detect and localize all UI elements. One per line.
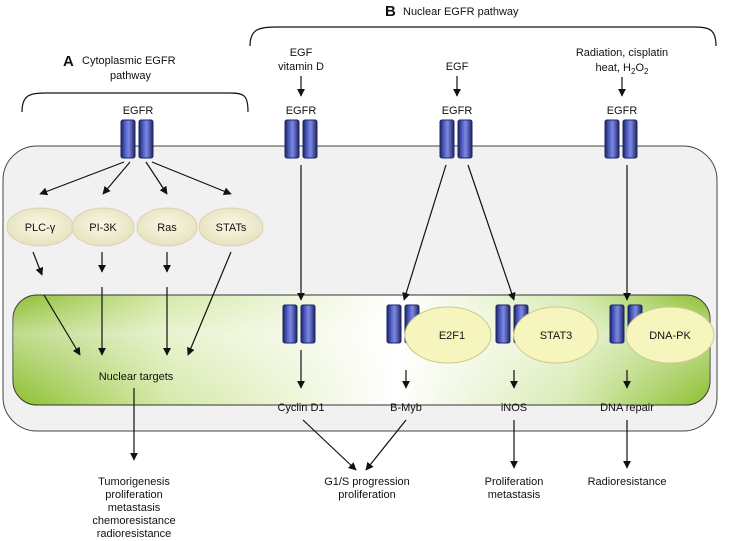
egfr-label-1: EGFR (286, 105, 317, 117)
section-b-title: Nuclear EGFR pathway (403, 6, 519, 18)
stimulus-radiation: Radiation, cisplatin (576, 47, 668, 59)
section-a-letter: A (63, 53, 74, 70)
outcome-arrows (302, 419, 631, 471)
outcomes-cytoplasmic: Tumorigenesis proliferation metastasis c… (92, 476, 175, 540)
arrow-to-plc (39, 161, 125, 196)
receptor-labels: EGFR EGFR EGFR EGFR (123, 105, 638, 117)
outcome-proliferation: proliferation (105, 489, 162, 501)
arrow-stats-to-targets (187, 251, 232, 356)
stimulus-egf-1: EGF (290, 47, 313, 59)
node-ras: Ras (136, 207, 198, 247)
partner-dna-pk-label: DNA-PK (649, 330, 691, 342)
egfr-label-2: EGFR (442, 105, 473, 117)
arrow-to-pi3k (102, 161, 131, 195)
egfr-receptor-1 (284, 119, 318, 159)
section-a-bracket (21, 92, 249, 113)
stimulus-vitamin-d: vitamin D (278, 61, 324, 73)
node-pi3k-label: PI-3K (89, 222, 117, 234)
egfr-label-3: EGFR (607, 105, 638, 117)
outcome-g1s-proliferation: proliferation (338, 489, 395, 501)
arrow-plc-short (32, 251, 44, 276)
outcome-radioresistance-dna: Radioresistance (588, 476, 667, 488)
section-a-header: A Cytoplasmic EGFR pathway (21, 53, 249, 113)
section-b-bracket (249, 26, 717, 47)
outcome-g1s-progression: G1/S progression (324, 476, 410, 488)
node-stats-label: STATs (216, 222, 247, 234)
nuclear-translocation-arrows (297, 164, 631, 301)
stimulus-heat-h2o2: heat, H2O2 (596, 62, 649, 76)
nuclear-targets-label: Nuclear targets (99, 371, 174, 383)
nuclear-products: Cyclin D1 B-Myb iNOS DNA repair (277, 402, 654, 414)
section-b-header: B Nuclear EGFR pathway (249, 3, 717, 47)
node-pi3k: PI-3K (71, 207, 135, 247)
arrow-cyclin-to-g1s (302, 419, 357, 471)
partner-stat3-label: STAT3 (540, 330, 573, 342)
arrow-to-stats (151, 161, 232, 196)
node-plc-gamma: PLC-γ (6, 207, 74, 247)
product-arrows (297, 350, 631, 389)
outcome-inos-proliferation: Proliferation (485, 476, 544, 488)
egfr-receptor-cyto (120, 119, 154, 159)
arrow-plc-to-targets (43, 294, 81, 356)
cyto-branch-arrows (39, 161, 232, 196)
partner-dna-pk: DNA-PK (625, 306, 715, 364)
node-stats: STATs (198, 207, 264, 247)
outcome-chemoresistance: chemoresistance (92, 515, 175, 527)
egfr-receptor-2 (439, 119, 473, 159)
outcome-radioresistance: radioresistance (97, 528, 172, 540)
product-b-myb: B-Myb (390, 402, 422, 414)
arrow-egfr2-to-e2f1 (402, 164, 447, 301)
nucleus (12, 294, 711, 406)
outcome-inos-metastasis: metastasis (488, 489, 541, 501)
product-dna-repair: DNA repair (600, 402, 654, 414)
outcomes-g1s: G1/S progression proliferation (324, 476, 410, 501)
partner-e2f1: E2F1 (404, 306, 492, 364)
egfr-label-cyto: EGFR (123, 105, 154, 117)
partner-stat3: STAT3 (513, 306, 599, 364)
egfr-receptor-3 (604, 119, 638, 159)
node-ras-label: Ras (157, 222, 177, 234)
outcome-tumorigenesis: Tumorigenesis (98, 476, 170, 488)
stimuli: EGF vitamin D EGF Radiation, cisplatin h… (278, 47, 668, 97)
partner-e2f1-label: E2F1 (439, 330, 465, 342)
arrow-to-ras (145, 161, 168, 195)
section-a-title-line1: Cytoplasmic EGFR (82, 55, 176, 67)
arrow-bmyb-to-g1s (365, 419, 407, 471)
outcome-metastasis: metastasis (108, 502, 161, 514)
product-cyclin-d1: Cyclin D1 (277, 402, 324, 414)
product-inos: iNOS (501, 402, 527, 414)
section-b-letter: B (385, 3, 396, 20)
stimulus-egf-2: EGF (446, 61, 469, 73)
cyto-to-nucleus-arrows (32, 251, 232, 356)
outcomes-inos: Proliferation metastasis (485, 476, 544, 501)
arrow-egfr2-to-stat3 (467, 164, 516, 301)
egfr-nuclear-1 (282, 304, 316, 344)
node-plc-gamma-label: PLC-γ (25, 222, 56, 234)
section-a-title-line2: pathway (110, 70, 151, 82)
